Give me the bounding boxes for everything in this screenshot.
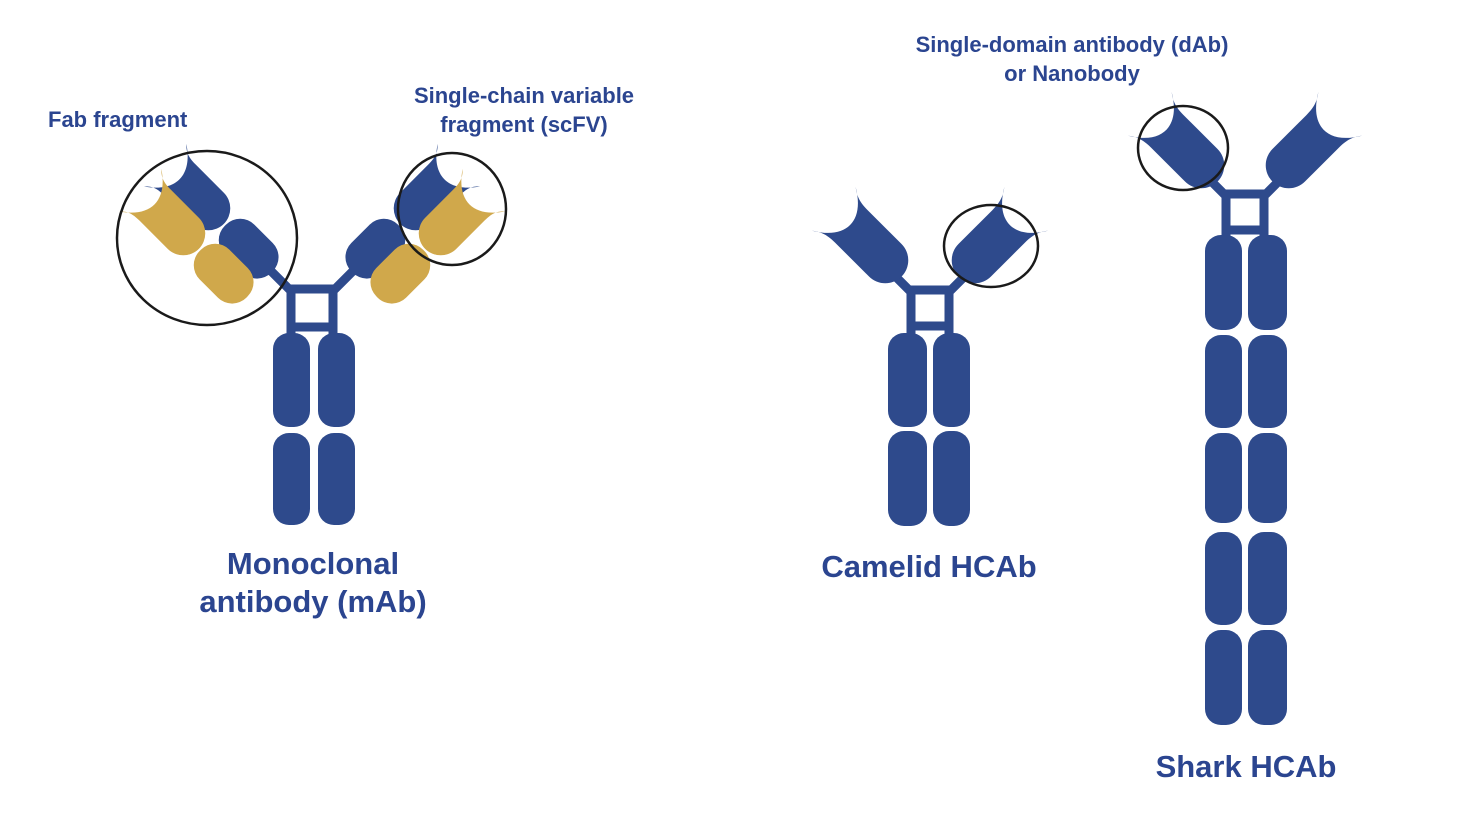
mab-structure (118, 143, 506, 525)
camelid-fc-stem (888, 333, 970, 526)
dab-label-line2: or Nanobody (1004, 61, 1140, 86)
dab-label-line1: Single-domain antibody (dAb) (915, 32, 1229, 57)
mab-hinge (286, 284, 338, 332)
scfv-label-line2: fragment (scFV) (440, 112, 608, 137)
dab-nanobody-label: Single-domain antibody (dAb) or Nanobody (916, 30, 1229, 88)
shark-structure (1127, 91, 1363, 725)
scfv-circle (396, 151, 508, 267)
shark-name-label: Shark HCAb (1155, 749, 1337, 784)
mab-fc-stem (273, 333, 355, 525)
shark-fc-stem (1205, 235, 1287, 725)
mab-name-line1: Monoclonal (226, 546, 400, 581)
mab-name-label: Monoclonal antibody (mAb) (199, 545, 426, 621)
dab-circle-camelid (942, 203, 1040, 289)
camelid-structure (811, 186, 1049, 526)
mab-name-line2: antibody (mAb) (199, 584, 427, 619)
fab-fragment-circle (115, 149, 299, 327)
camelid-name-label: Camelid HCAb (821, 549, 1037, 584)
scfv-label-line1: Single-chain variable (413, 83, 635, 108)
scfv-label: Single-chain variable fragment (scFV) (414, 81, 634, 139)
camelid-hinge (906, 285, 954, 331)
shark-hinge (1221, 189, 1269, 235)
fab-fragment-label: Fab fragment (48, 107, 188, 132)
dab-circle-shark (1136, 104, 1230, 192)
